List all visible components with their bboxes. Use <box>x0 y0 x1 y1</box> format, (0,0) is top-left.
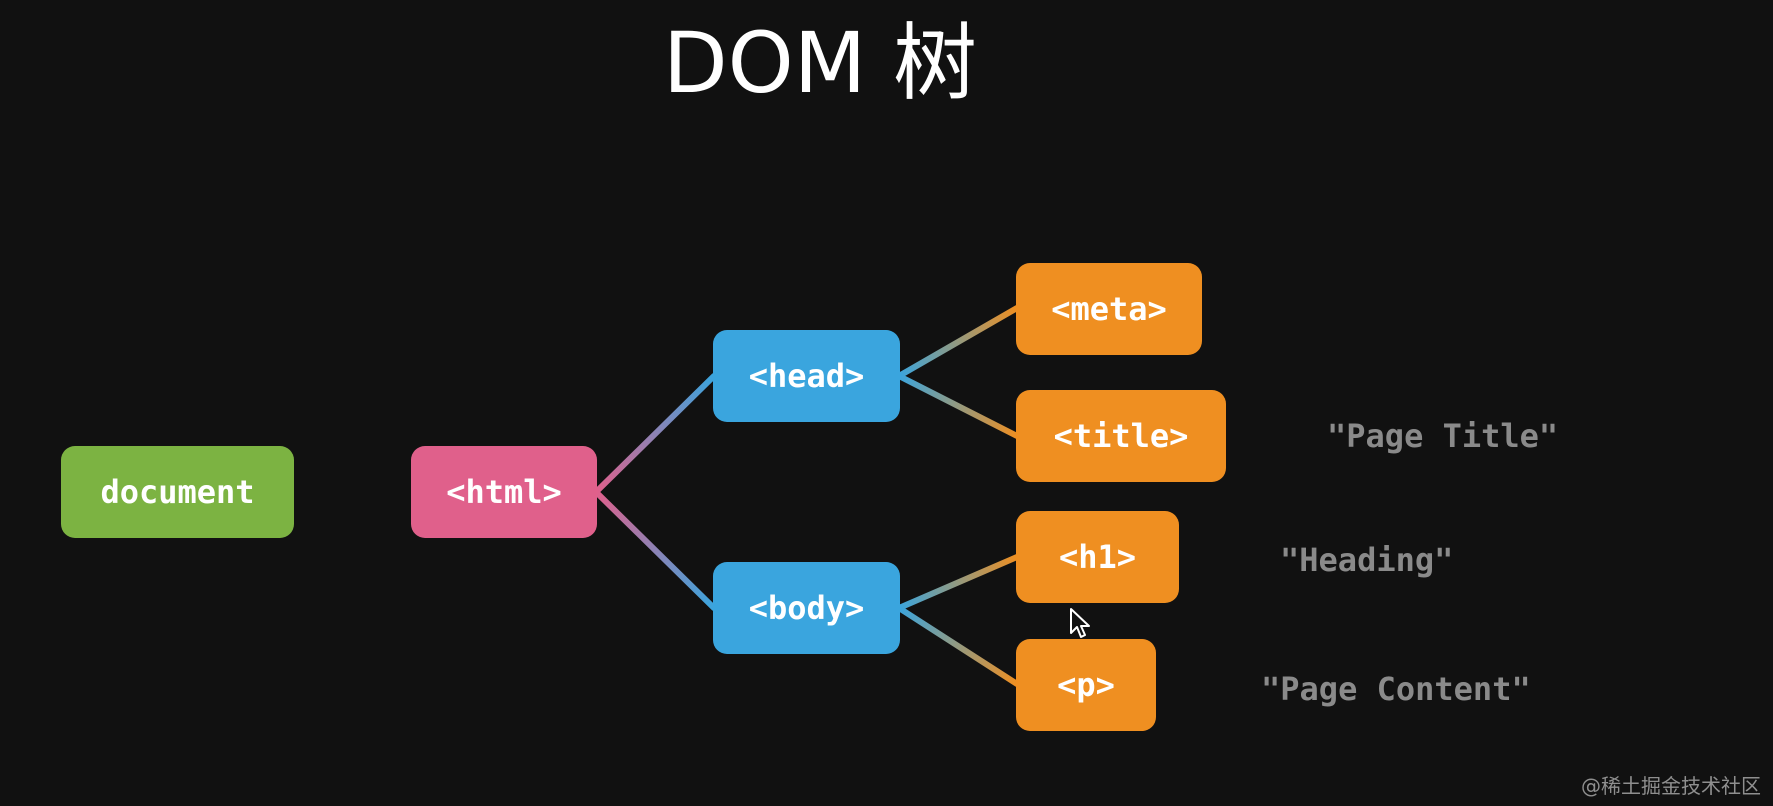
node-h1: <h1> <box>1016 511 1179 603</box>
page-title: DOM 树 <box>663 14 977 112</box>
text-node-page-title: "Page Title" <box>1327 417 1559 455</box>
edge-head-meta <box>896 305 1020 379</box>
node-head: <head> <box>713 330 900 422</box>
node-meta: <meta> <box>1016 263 1202 355</box>
edge-html-body <box>593 489 717 611</box>
edge-html-head <box>593 373 717 495</box>
node-document: document <box>61 446 294 538</box>
node-html: <html> <box>411 446 597 538</box>
text-node-heading: "Heading" <box>1280 541 1454 579</box>
text-node-page-content: "Page Content" <box>1261 670 1531 708</box>
edge-head-title <box>896 373 1020 439</box>
node-body: <body> <box>713 562 900 654</box>
edge-body-h1 <box>896 554 1020 611</box>
edge-body-p <box>896 605 1020 687</box>
mouse-cursor-icon <box>1070 608 1090 638</box>
node-title: <title> <box>1016 390 1226 482</box>
node-p: <p> <box>1016 639 1156 731</box>
watermark: @稀土掘金技术社区 <box>1581 774 1761 798</box>
